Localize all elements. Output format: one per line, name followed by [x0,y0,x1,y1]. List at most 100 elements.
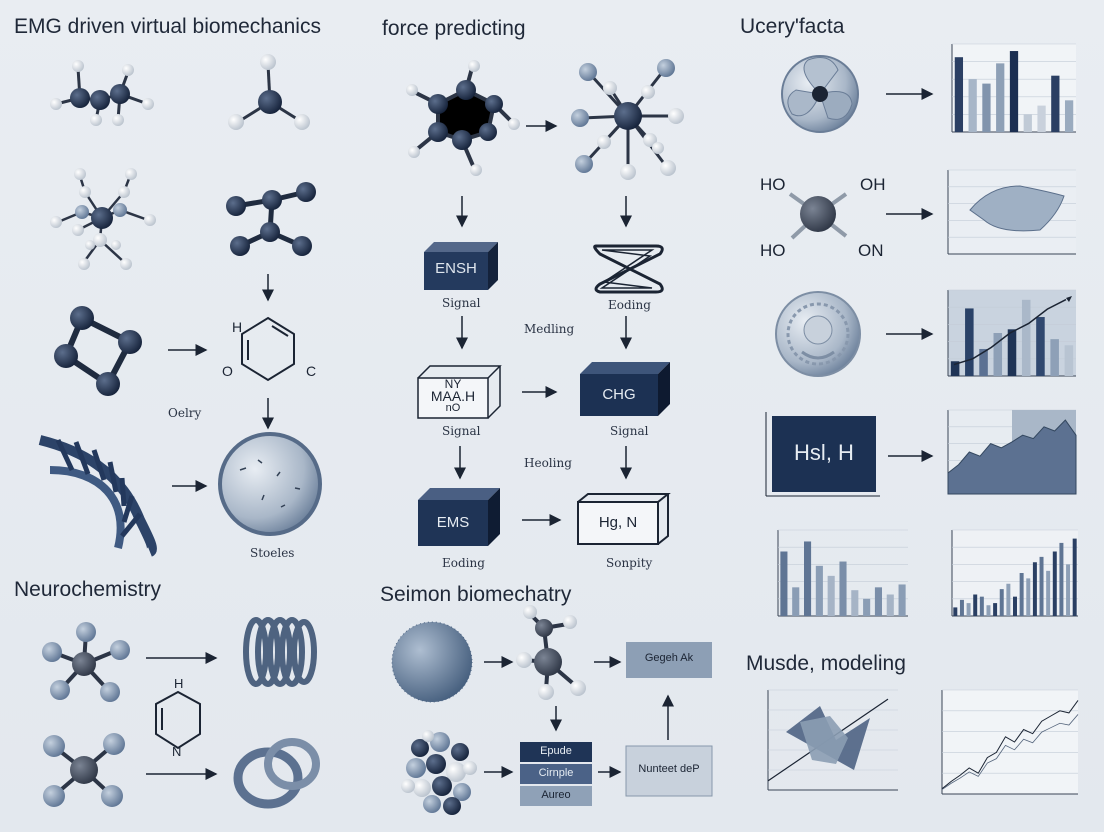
chart-bar [965,308,974,376]
molecule-icon [50,168,156,270]
hgn-box [577,493,671,545]
maah-text-bottom: nO [445,402,461,414]
chart-line [941,700,1079,790]
chart-bar [1032,562,1037,616]
chart-bar [999,589,1004,616]
stack-box-1 [520,742,592,762]
hgn-text: Hg, N [598,514,638,531]
chart-bar [792,587,800,616]
on-label-2: ON [858,241,884,260]
chart-bar [1059,542,1064,616]
chart-bar [954,57,964,133]
ensh-text: ENSH [435,260,477,277]
chart-bar [979,348,988,376]
ring-c-label: C [306,363,316,379]
hsl-panel [765,412,880,497]
chart-bar [1009,51,1019,132]
stack-text-3: Aureo [541,789,571,801]
chart-bar [1046,570,1051,616]
sonpity-label: Sonpity [606,556,653,570]
molecule-icon [226,182,316,256]
chart-bar [874,587,882,616]
hourglass-icon [593,244,664,294]
chart-bar [1037,105,1046,132]
title-ucery: Ucery'facta [740,15,845,38]
chart-bar [1064,345,1074,376]
chart-bar [1021,299,1031,376]
pyr-n-label: N [172,744,181,759]
chart-bar [973,594,978,616]
chart-bar [959,599,964,616]
chart-bar [886,594,894,616]
ems-text: EMS [436,514,470,531]
chart-bar [839,561,847,616]
hydroxyl-molecule-icon [788,192,848,240]
chart-bar [968,79,977,132]
benzene-ring-icon [241,316,295,382]
chart-line [953,298,1067,366]
chart-bar [1013,596,1017,616]
chart-bar [815,565,823,616]
oelry-label: Oelry [168,406,202,420]
stack-box-3 [520,786,592,806]
chart-bar [1066,564,1071,616]
molecule-icon [406,60,520,176]
chart-bar [1026,578,1031,616]
chart-bar [1006,583,1011,616]
chg-box [580,362,670,416]
textured-sphere-icon [391,621,473,703]
oh-label-1: OH [860,175,886,194]
nunteet-text: Nunteet deP [638,763,700,775]
chart-bar [780,551,788,616]
atom-cluster-icon [401,730,477,815]
ring-o-label: O [222,363,233,379]
molecule-icon [42,622,130,702]
chart-bar [1036,317,1045,376]
chart-bar [993,603,998,616]
ems-box [418,488,500,546]
chart-bar [1007,329,1017,376]
chart-bar [851,590,859,616]
signal-label-2: Signal [442,424,481,438]
stack-text-1: Epude [540,745,572,757]
nunteet-box [625,745,713,797]
chart-bar [1039,556,1044,616]
molecule-icon [228,54,310,130]
chart-bar [1023,114,1032,132]
chart-background [942,690,1078,794]
cell-sphere-icon [218,432,322,536]
segmented-sphere-icon [781,55,859,133]
heoling-label: Heoling [524,456,572,470]
pyr-h-label: H [174,676,183,691]
chart-bar [863,598,871,616]
chart-area [969,185,1065,232]
chart-bar [1019,573,1024,616]
chart-bar [966,603,971,616]
ho-label-2: HO [760,241,786,260]
medling-label: Medling [524,322,575,336]
chart-bar [898,584,906,616]
chart-bar [979,596,984,616]
chart-bar [1064,100,1074,132]
chart-bar [1050,339,1059,376]
chart-bar [993,333,1003,376]
chart-arrowhead [1066,296,1072,302]
ho-label-1: HO [760,175,786,194]
title-force: force predicting [382,17,526,40]
stoeles-label: Stoeles [250,546,295,560]
eoding-label-2: Eoding [442,556,485,570]
chg-text: CHG [602,386,636,403]
chart-bar [996,63,1005,132]
chart-bar [804,541,812,616]
signal-label-1: Signal [442,296,481,310]
ensh-box [424,242,498,290]
chart-bar [1052,551,1057,616]
molecule-icon [43,733,125,807]
ring-h-label: H [232,319,242,335]
chart-bar [986,605,991,616]
ornate-sphere-icon [775,291,861,377]
chart-bar [1072,538,1077,616]
chart-bar [827,575,835,616]
